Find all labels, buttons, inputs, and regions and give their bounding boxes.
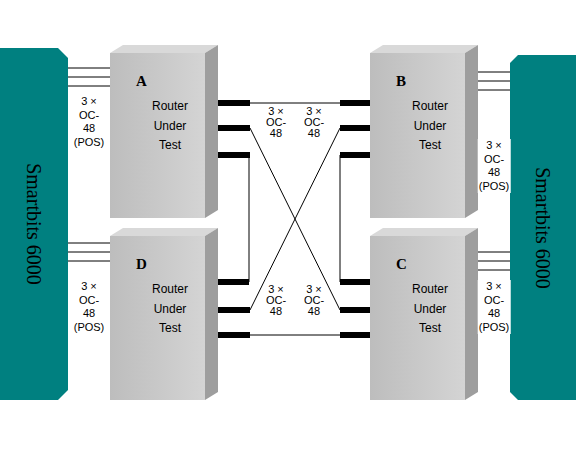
link-line: [478, 252, 510, 253]
tester-band: Smartbits 6000: [510, 55, 576, 400]
link-line: [478, 261, 510, 262]
router-label: Router Under Test: [412, 280, 448, 339]
router-label: Router Under Test: [152, 280, 188, 339]
router-box: D Router Under Test: [110, 228, 218, 400]
router-label: Router Under Test: [412, 97, 448, 156]
tester-name: Smartbits 6000: [23, 163, 45, 285]
link-line: [68, 243, 110, 244]
link-line: [68, 86, 110, 87]
link-label: 3 × OC-48: [303, 106, 325, 139]
router-front: [370, 53, 465, 218]
link-line: [478, 90, 510, 91]
router-side: [205, 45, 218, 218]
router-letter: C: [396, 256, 407, 272]
router-letter: D: [136, 256, 147, 272]
router-side: [465, 228, 478, 400]
router-letter: B: [396, 73, 406, 89]
router-top: [110, 45, 218, 53]
router-letter: A: [136, 73, 147, 89]
link-line: [218, 155, 249, 282]
link-line: [478, 270, 510, 271]
link-label: 3 × OC-48: [265, 106, 287, 139]
router-front: [110, 53, 205, 218]
router-top: [370, 228, 478, 236]
router-box: A Router Under Test: [110, 45, 218, 218]
tester-name: Smartbits 6000: [532, 167, 554, 289]
router-front: [110, 236, 205, 400]
router-side: [465, 45, 478, 218]
link-line: [218, 128, 370, 310]
link-line: [478, 72, 510, 73]
link-line: [478, 81, 510, 82]
router-box: B Router Under Test: [370, 45, 478, 218]
router-box: C Router Under Test: [370, 228, 478, 400]
link-label: 3 × OC-48 (POS): [478, 139, 511, 193]
tester-body: [510, 55, 576, 400]
link-line: [218, 103, 370, 104]
link-label: 3 × OC-48 (POS): [478, 280, 511, 334]
link-line: [218, 335, 370, 336]
link-label: 3 × OC-48: [265, 284, 287, 317]
link-line: [340, 155, 370, 282]
tester-band: Smartbits 6000: [0, 48, 68, 400]
link-label: 3 × OC-48 (POS): [73, 280, 106, 334]
router-top: [370, 45, 478, 53]
link-line: [218, 128, 370, 310]
tester-body: [0, 48, 68, 400]
router-label: Router Under Test: [152, 97, 188, 156]
link-line: [68, 77, 110, 78]
link-line: [68, 261, 110, 262]
link-label: 3 × OC-48: [303, 284, 325, 317]
router-front: [370, 236, 465, 400]
router-top: [110, 228, 218, 236]
router-side: [205, 228, 218, 400]
link-label: 3 × OC-48 (POS): [73, 95, 106, 149]
link-line: [68, 68, 110, 69]
link-line: [68, 252, 110, 253]
